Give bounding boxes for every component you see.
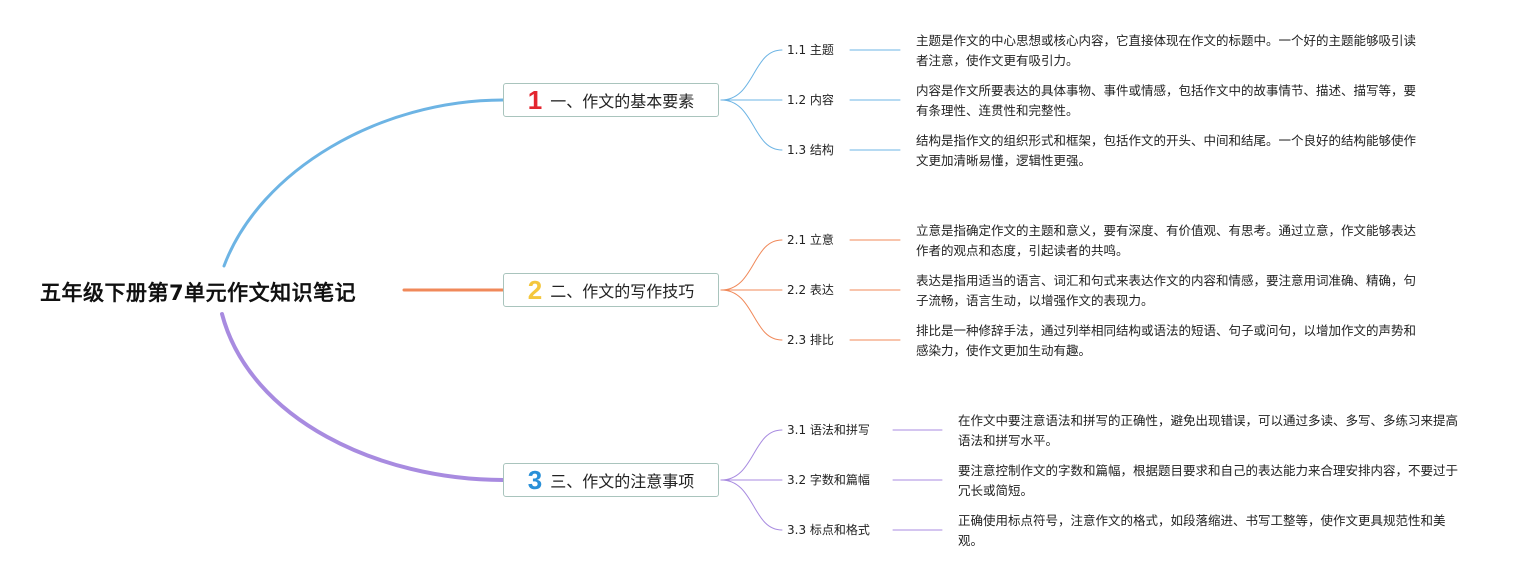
- subtopic-description: 内容是作文所要表达的具体事物、事件或情感，包括作文中的故事情节、描述、描写等，要…: [916, 83, 1417, 118]
- subtopic-2.2[interactable]: 2.2 表达: [787, 283, 834, 297]
- branch-label: 三、作文的注意事项: [550, 472, 695, 491]
- subtopic-description: 在作文中要注意语法和拼写的正确性，避免出现错误，可以通过多读、多写、多练习来提高…: [958, 413, 1459, 448]
- branch-number-badge: 3: [527, 465, 543, 495]
- subtopic-2.1[interactable]: 2.1 立意: [787, 233, 834, 247]
- sub-link: [720, 99, 783, 151]
- subtopic-1.3[interactable]: 1.3 结构: [787, 143, 834, 157]
- sub-link: [720, 289, 783, 341]
- sub-link: [720, 429, 783, 481]
- subtopic-description: 表达是指用适当的语言、词汇和句式来表达作文的内容和情感，要注意用词准确、精确，句…: [916, 273, 1417, 308]
- subtopic-3.1[interactable]: 3.1 语法和拼写: [787, 423, 870, 437]
- subtopic-description: 要注意控制作文的字数和篇幅，根据题目要求和自己的表达能力来合理安排内容，不要过于…: [958, 463, 1459, 498]
- sub-link: [720, 479, 783, 531]
- branch-topic-2[interactable]: 2 二、作文的写作技巧: [503, 273, 719, 307]
- branch-label: 二、作文的写作技巧: [550, 282, 695, 301]
- subtopic-3.3[interactable]: 3.3 标点和格式: [787, 523, 870, 537]
- main-link-1: [222, 98, 505, 268]
- subtopic-description: 结构是指作文的组织形式和框架，包括作文的开头、中间和结尾。一个良好的结构能够使作…: [916, 133, 1417, 168]
- branch-label: 一、作文的基本要素: [550, 92, 695, 111]
- main-link-3: [220, 312, 505, 482]
- sub-link: [720, 49, 783, 101]
- branch-topic-1[interactable]: 1 一、作文的基本要素: [503, 83, 719, 117]
- branch-topic-3[interactable]: 3 三、作文的注意事项: [503, 463, 719, 497]
- subtopic-3.2[interactable]: 3.2 字数和篇幅: [787, 473, 870, 487]
- subtopic-description: 主题是作文的中心思想或核心内容，它直接体现在作文的标题中。一个好的主题能够吸引读…: [916, 33, 1417, 68]
- subtopic-description: 正确使用标点符号，注意作文的格式，如段落缩进、书写工整等，使作文更具规范性和美观…: [958, 513, 1446, 548]
- subtopic-description: 立意是指确定作文的主题和意义，要有深度、有价值观、有思考。通过立意，作文能够表达…: [916, 223, 1417, 258]
- branch-number-badge: 2: [527, 275, 543, 305]
- branch-number-badge: 1: [527, 85, 543, 115]
- subtopic-1.1[interactable]: 1.1 主题: [787, 43, 834, 57]
- subtopic-description: 排比是一种修辞手法，通过列举相同结构或语法的短语、句子或问句，以增加作文的声势和…: [916, 323, 1417, 358]
- subtopic-1.2[interactable]: 1.2 内容: [787, 93, 834, 107]
- sub-link: [720, 239, 783, 291]
- root-topic[interactable]: 五年级下册第7单元作文知识笔记: [40, 281, 357, 305]
- subtopic-2.3[interactable]: 2.3 排比: [787, 333, 834, 347]
